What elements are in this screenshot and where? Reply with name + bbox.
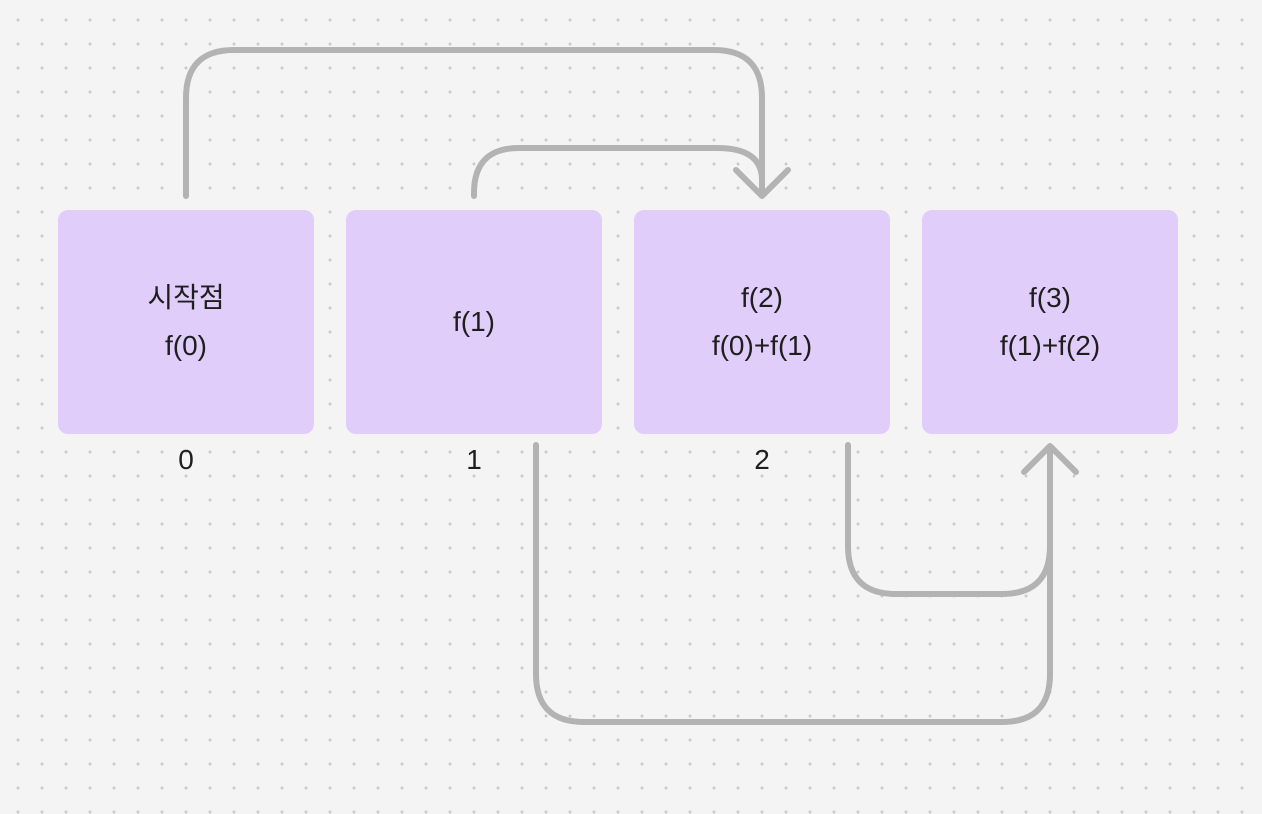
cell-label-0-line-2: f(0) — [165, 330, 207, 361]
cell-box-0: 시작점 f(0) — [58, 210, 314, 434]
cell-index-0: 0 — [178, 444, 194, 475]
arrow-1-to-2 — [471, 145, 765, 199]
cell-index-1: 1 — [466, 444, 482, 475]
cell-box-1: f(1) — [346, 210, 602, 434]
arrowhead-0-to-2 — [733, 167, 791, 199]
arrow-0-to-2 — [183, 47, 765, 199]
cell-label-2-line-1: f(2) — [741, 282, 783, 313]
cell-label-2-line-2: f(0)+f(1) — [711, 330, 813, 361]
cell-box-3: f(3) f(1)+f(2) — [922, 210, 1178, 434]
cell-label-0-line-1: 시작점 — [147, 282, 225, 313]
cell-box-2: f(2) f(0)+f(1) — [634, 210, 890, 434]
arrow-1-to-3 — [533, 442, 1053, 725]
cell-label-3-line-1: f(3) — [1029, 282, 1071, 313]
cell-label-1-line-1: f(1) — [453, 306, 495, 337]
cell-label-3-line-2: f(1)+f(2) — [999, 330, 1101, 361]
arrowhead-to-3 — [1021, 443, 1079, 475]
cell-index-2: 2 — [754, 444, 770, 475]
